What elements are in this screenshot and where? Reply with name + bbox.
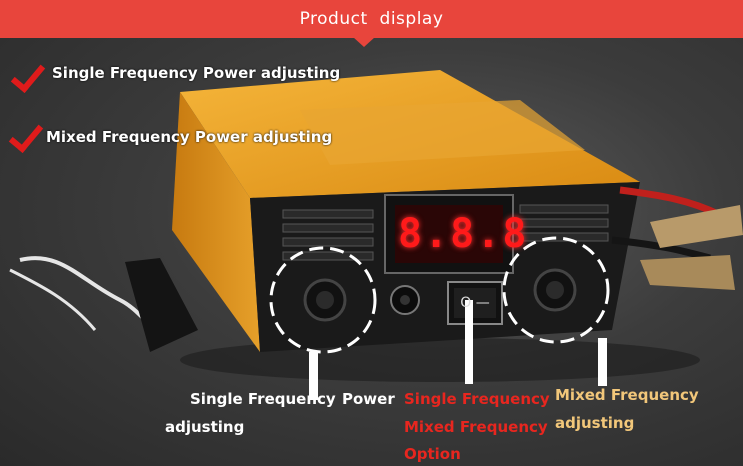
callout-single-frequency: Single Frequency	[190, 390, 336, 408]
header-banner: Product display	[0, 0, 743, 38]
callout-option-single: Single Frequency	[404, 390, 550, 408]
feature-item: Mixed Frequency Power adjusting	[46, 128, 333, 146]
led-readout: 8.8.8	[398, 211, 529, 257]
callout-mixed-frequency: Mixed Frequency	[555, 386, 699, 404]
callout-option-mixed: Mixed Frequency	[404, 418, 548, 436]
callout-option: Option	[404, 445, 461, 463]
callout-single-frequency-adjusting: adjusting	[165, 418, 245, 436]
callout-mixed-frequency-adjusting: adjusting	[555, 414, 635, 432]
power-switch: O —	[460, 295, 490, 311]
callout-power: Power	[342, 390, 395, 408]
banner-notch	[353, 37, 375, 47]
banner-title: Product display	[299, 9, 444, 29]
feature-item: Single Frequency Power adjusting	[52, 64, 341, 82]
